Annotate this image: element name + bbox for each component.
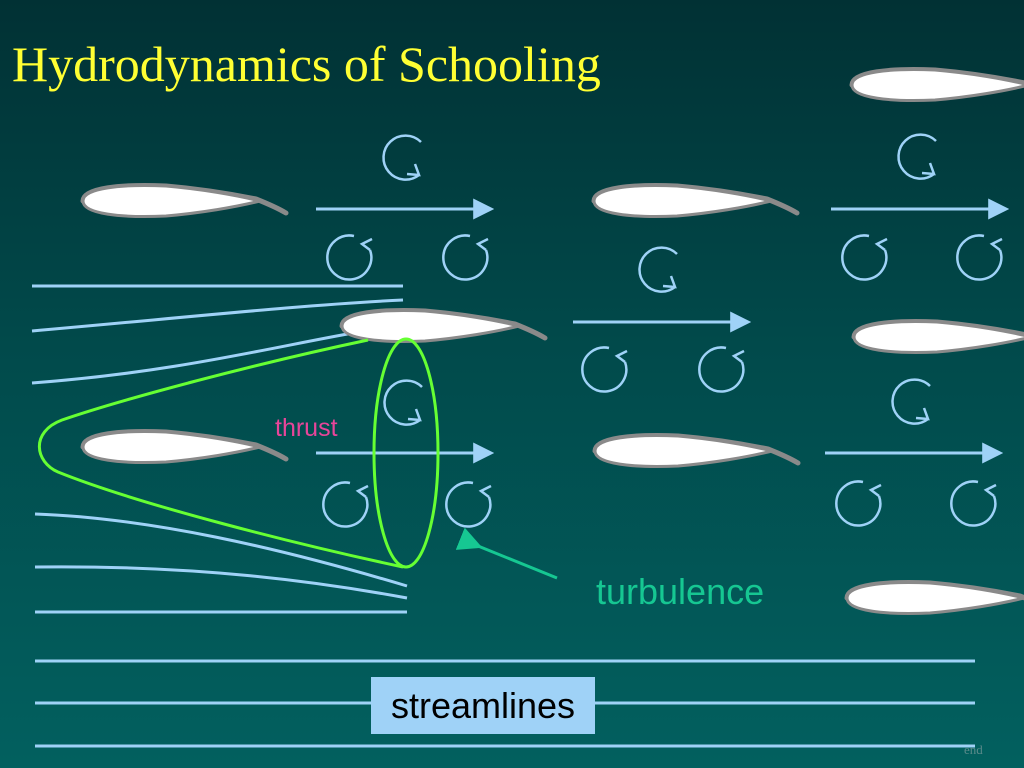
streamlines-upper-group — [31, 284, 404, 385]
vortex-icon — [841, 234, 889, 281]
vortex-icon — [891, 378, 932, 425]
fish-icon — [83, 186, 286, 217]
vortex-icon — [382, 134, 423, 181]
streamline — [31, 328, 371, 385]
fish-icon — [594, 186, 797, 217]
vortex-icon — [698, 346, 746, 393]
streamline — [34, 565, 408, 600]
end-link[interactable]: end — [964, 742, 983, 757]
turbulence-label: turbulence — [596, 571, 765, 612]
fish-icon — [595, 436, 798, 467]
turbulence-pointer-arrow — [455, 527, 558, 580]
vortex-icon — [322, 481, 370, 528]
fish-icon — [847, 583, 1024, 614]
vortex-icon — [956, 234, 1004, 281]
flow-arrows — [316, 198, 1010, 464]
vortex-icon — [638, 246, 679, 293]
fish-icon — [83, 432, 286, 463]
vortex-icon — [950, 480, 998, 527]
vortex-street-4 — [841, 133, 1004, 281]
vortex-icon — [383, 379, 424, 426]
streamlines-lower-group — [34, 512, 408, 614]
streamline — [31, 298, 404, 333]
thrust-region-outline — [37, 337, 440, 569]
thrust-ellipse — [372, 337, 440, 569]
vortex-icon — [897, 133, 938, 180]
streamline — [34, 512, 408, 588]
streamlines-label-box: streamlines — [371, 677, 595, 734]
vortex-icon — [326, 234, 374, 281]
fish-icon — [854, 322, 1024, 353]
thrust-chevron — [37, 338, 404, 569]
fish-icon — [852, 70, 1024, 101]
slide-title: Hydrodynamics of Schooling — [12, 36, 601, 92]
fish-school — [83, 70, 1024, 614]
vortex-icon — [835, 480, 883, 527]
fish-icon — [342, 311, 545, 342]
streamlines-bottom-group — [35, 659, 975, 748]
thrust-label: thrust — [275, 414, 338, 442]
vortex-street-3 — [581, 246, 746, 393]
vortex-icon — [581, 346, 629, 393]
vortex-icon — [445, 481, 493, 528]
vortex-icon — [442, 234, 490, 281]
